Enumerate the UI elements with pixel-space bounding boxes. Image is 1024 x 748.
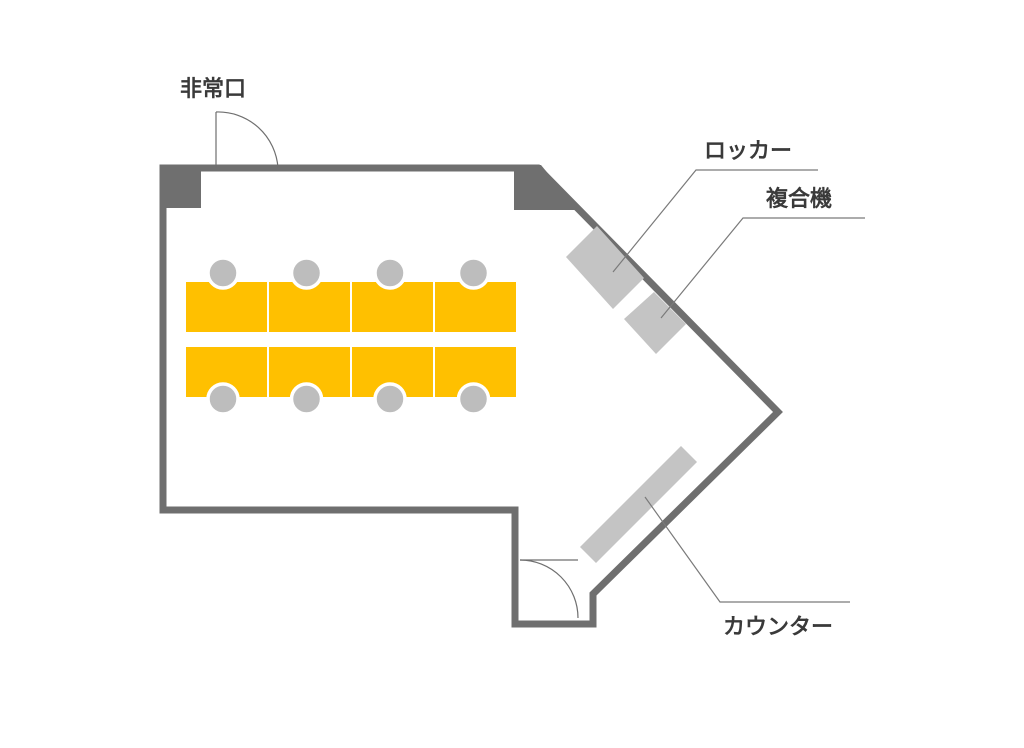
desk xyxy=(433,280,518,334)
multifunction-printer xyxy=(624,292,686,354)
entrance-door xyxy=(519,559,579,619)
wall-corner-left xyxy=(160,165,201,208)
emergency-exit-door xyxy=(215,111,279,169)
counter xyxy=(580,446,697,563)
chair xyxy=(456,382,491,416)
chair xyxy=(373,256,407,290)
desk xyxy=(184,280,269,334)
wall-corner-right xyxy=(514,165,578,210)
leader-line-printer xyxy=(660,217,865,319)
chair xyxy=(456,256,491,290)
locker xyxy=(566,226,644,309)
desk xyxy=(350,280,435,334)
label-emergency-exit: 非常口 xyxy=(180,76,246,102)
chair xyxy=(206,256,240,290)
desk-area xyxy=(184,256,518,416)
label-locker: ロッカー xyxy=(704,139,792,164)
door-swing-arc xyxy=(519,559,579,619)
chair xyxy=(289,382,324,416)
chair xyxy=(206,382,240,416)
label-multifunction-printer: 複合機 xyxy=(766,186,832,212)
label-counter: カウンター xyxy=(723,615,833,640)
leader-line-locker xyxy=(612,169,818,273)
chair xyxy=(289,256,324,290)
chair xyxy=(373,382,407,416)
door-swing-arc xyxy=(215,111,279,169)
leader-line-counter xyxy=(644,496,850,603)
